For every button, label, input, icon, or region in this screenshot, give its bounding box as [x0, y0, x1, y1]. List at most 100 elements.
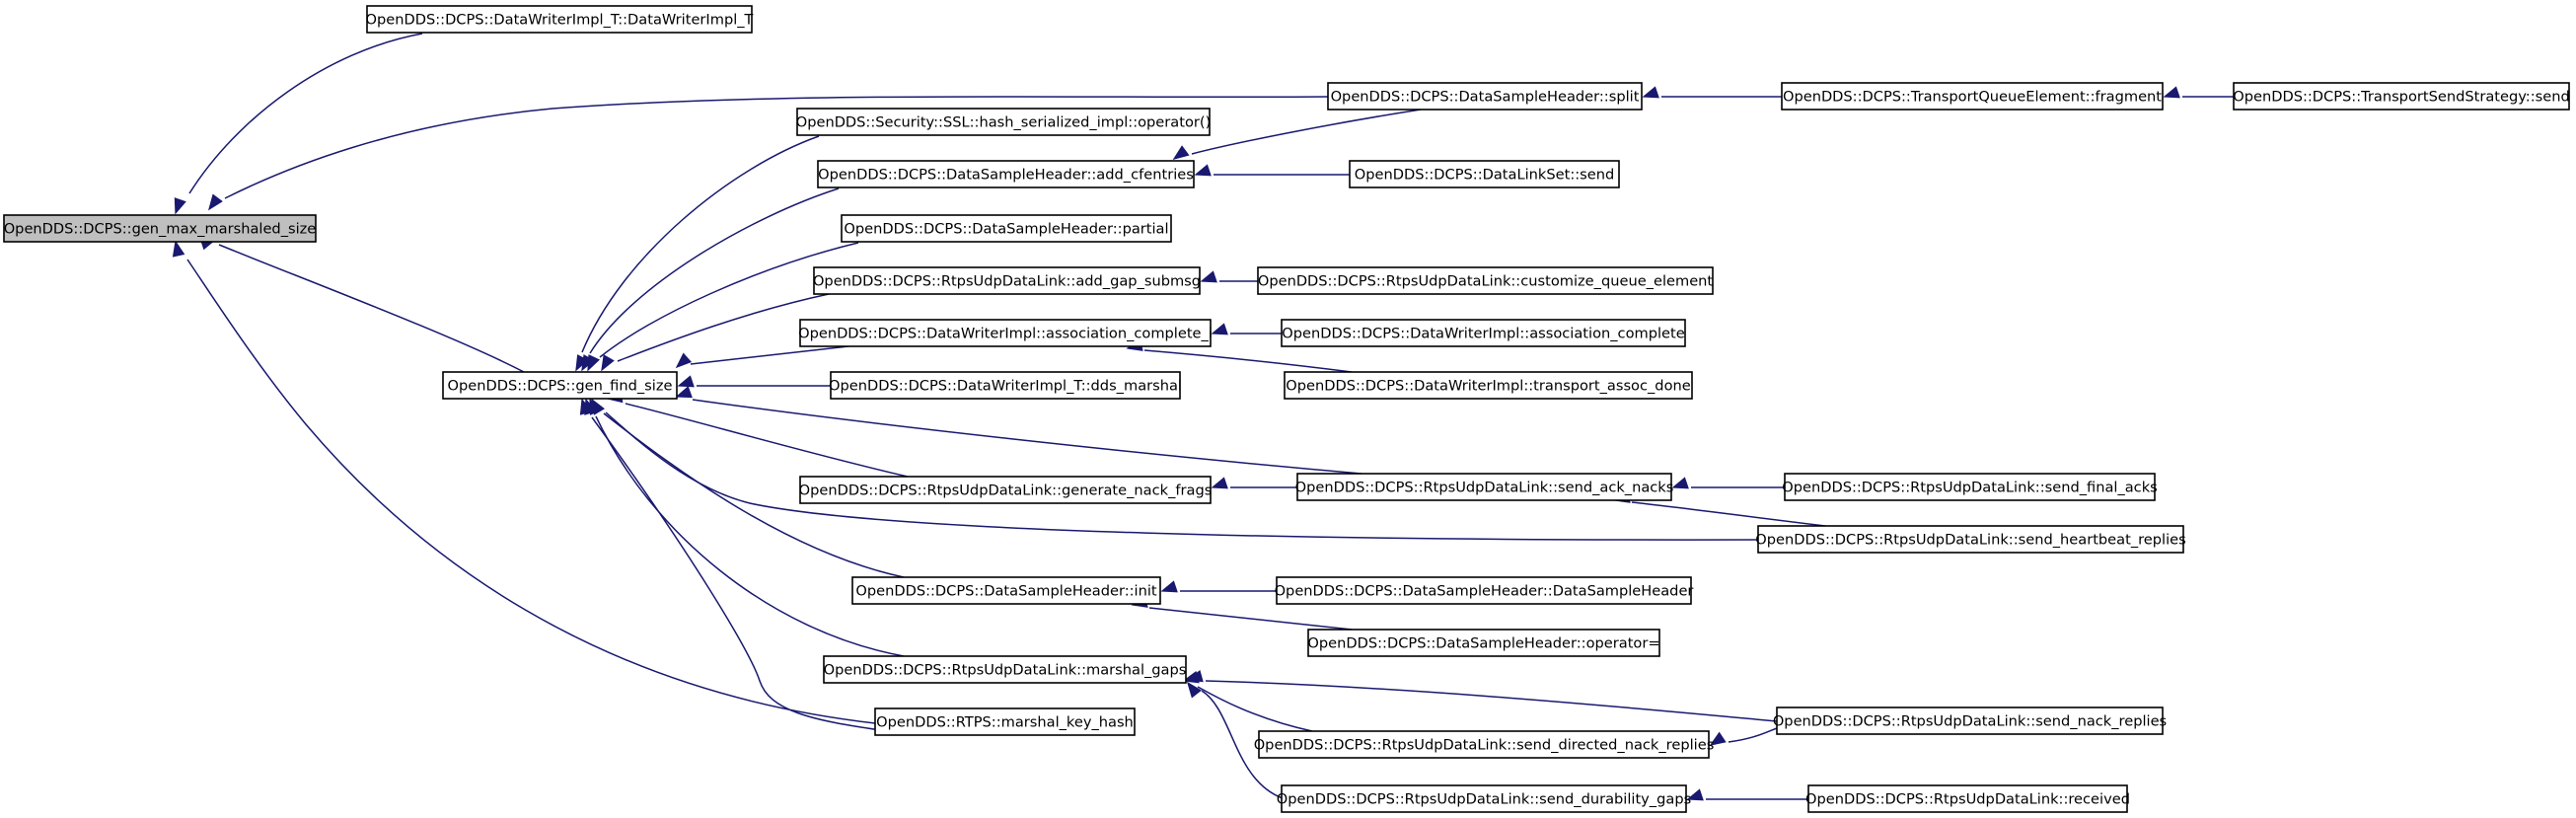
edge-dwit_dds_marshal-to-gen_find_size — [677, 375, 831, 388]
node-label: OpenDDS::DCPS::RtpsUdpDataLink::marshal_… — [824, 662, 1187, 679]
node-rudl-customize[interactable]: OpenDDS::DCPS::RtpsUdpDataLink::customiz… — [1257, 266, 1714, 295]
edge-arrowhead — [675, 386, 693, 399]
edge-rudl_customize-to-rudl_add_gap — [1200, 270, 1258, 283]
node-label: OpenDDS::DCPS::gen_find_size — [448, 378, 673, 395]
edge-rudl_generate_nack-to-gen_find_size — [606, 390, 909, 478]
edge-arrowhead — [1686, 788, 1704, 801]
node-dsh-add-cfentries[interactable]: OpenDDS::DCPS::DataSampleHeader::add_cfe… — [817, 160, 1195, 188]
edge-line — [218, 244, 525, 373]
node-dsh-init[interactable]: OpenDDS::DCPS::DataSampleHeader::init — [851, 576, 1161, 605]
nodes-layer: OpenDDS::DCPS::gen_max_marshaled_sizeOpe… — [3, 5, 2570, 813]
node-box — [1327, 82, 1643, 111]
node-dwi-transport-assoc-done[interactable]: OpenDDS::DCPS::DataWriterImpl::transport… — [1284, 371, 1693, 400]
node-rudl-marshal-gaps[interactable]: OpenDDS::DCPS::RtpsUdpDataLink::marshal_… — [823, 655, 1187, 684]
node-label: OpenDDS::DCPS::RtpsUdpDataLink::send_fin… — [1782, 480, 2158, 496]
node-rudl-send-heartbeat-replies[interactable]: OpenDDS::DCPS::RtpsUdpDataLink::send_hea… — [1755, 525, 2186, 554]
node-box — [1257, 266, 1714, 295]
edge-line — [1148, 607, 1353, 631]
node-dwimpl-t-ctor[interactable]: OpenDDS::DCPS::DataWriterImpl_T::DataWri… — [366, 5, 754, 34]
node-box — [874, 707, 1136, 736]
node-label: OpenDDS::DCPS::TransportSendStrategy::se… — [2233, 89, 2570, 106]
edges-layer — [172, 33, 2234, 801]
node-dwi-assoc-complete[interactable]: OpenDDS::DCPS::DataWriterImpl::associati… — [1281, 319, 1686, 347]
node-label: OpenDDS::DCPS::DataSampleHeader::add_cfe… — [818, 167, 1194, 184]
node-box — [1757, 525, 2184, 554]
edge-tss_send-to-tqe_fragment — [2163, 86, 2234, 99]
edge-rudl_send_ack_nacks-to-rudl_generate_nack — [1211, 477, 1297, 489]
edge-line — [1728, 727, 1778, 743]
edge-arrowhead — [174, 197, 186, 215]
edge-dsh_partial-to-gen_find_size — [587, 242, 859, 372]
edge-line — [617, 293, 830, 362]
edge-rtps_marshal_key_hash-to-gen_find_size — [579, 398, 889, 732]
edge-rudl_marshal_gaps-to-gen_find_size — [584, 398, 905, 657]
node-label: OpenDDS::DCPS::DataWriterImpl::associati… — [1282, 326, 1684, 342]
node-label: OpenDDS::DCPS::TransportQueueElement::fr… — [1783, 89, 2162, 106]
node-box — [851, 576, 1161, 605]
node-label: OpenDDS::DCPS::RtpsUdpDataLink::send_hea… — [1755, 532, 2185, 549]
node-box — [1307, 629, 1660, 657]
edge-arrowhead — [1172, 145, 1190, 160]
edge-line — [625, 403, 909, 478]
edge-rudl_send_final_acks-to-rudl_send_ack_nacks — [1671, 477, 1785, 489]
edge-arrowhead — [1194, 164, 1212, 177]
node-label: OpenDDS::DCPS::RtpsUdpDataLink::add_gap_… — [813, 273, 1201, 290]
node-dsh-assign[interactable]: OpenDDS::DCPS::DataSampleHeader::operato… — [1307, 629, 1660, 657]
edge-rudl_send_directed_nack-to-rudl_marshal_gaps — [1182, 671, 1313, 732]
edge-line — [581, 135, 820, 353]
node-label: OpenDDS::DCPS::DataWriterImpl::associati… — [798, 326, 1213, 342]
edge-arrowhead — [1182, 671, 1200, 684]
edge-line — [186, 259, 876, 724]
node-tqe-fragment[interactable]: OpenDDS::DCPS::TransportQueueElement::fr… — [1781, 82, 2164, 111]
node-rudl-send-durability-gaps[interactable]: OpenDDS::DCPS::RtpsUdpDataLink::send_dur… — [1277, 784, 1691, 813]
edge-arrowhead — [1200, 270, 1217, 283]
node-label: OpenDDS::DCPS::RtpsUdpDataLink::send_dur… — [1277, 791, 1691, 808]
node-ssl-hash[interactable]: OpenDDS::Security::SSL::hash_serialized_… — [796, 108, 1212, 136]
node-gen-max-marshaled-size[interactable]: OpenDDS::DCPS::gen_max_marshaled_size — [3, 214, 317, 243]
node-box — [1349, 160, 1620, 188]
edge-dwimpl_t_ctor-to-gen_max_marshaled_size — [174, 33, 423, 215]
node-label: OpenDDS::DCPS::DataLinkSet::send — [1355, 167, 1615, 184]
node-dsh-ctor[interactable]: OpenDDS::DCPS::DataSampleHeader::DataSam… — [1275, 576, 1694, 605]
node-rtps-marshal-key-hash[interactable]: OpenDDS::RTPS::marshal_key_hash — [874, 707, 1136, 736]
edge-arrowhead — [1211, 323, 1228, 335]
node-rudl-send-nack-replies[interactable]: OpenDDS::DCPS::RtpsUdpDataLink::send_nac… — [1773, 706, 2167, 735]
node-box — [1284, 371, 1693, 400]
node-rudl-received[interactable]: OpenDDS::DCPS::RtpsUdpDataLink::received — [1805, 784, 2130, 813]
node-box — [1784, 473, 2156, 501]
edge-arrowhead — [677, 375, 695, 388]
edge-dls_send-to-dsh_add_cfentries — [1194, 164, 1350, 177]
node-dsh-partial[interactable]: OpenDDS::DCPS::DataSampleHeader::partial — [841, 214, 1172, 243]
node-box — [1807, 784, 2128, 813]
node-gen-find-size[interactable]: OpenDDS::DCPS::gen_find_size — [442, 371, 678, 400]
edge-arrowhead — [1186, 681, 1202, 699]
edge-line — [1191, 109, 1422, 155]
node-dsh-split[interactable]: OpenDDS::DCPS::DataSampleHeader::split — [1327, 82, 1643, 111]
node-label: OpenDDS::RTPS::marshal_key_hash — [876, 714, 1134, 731]
node-label: OpenDDS::DCPS::DataWriterImpl_T::dds_mar… — [829, 378, 1182, 395]
node-dwi-assoc-complete-i[interactable]: OpenDDS::DCPS::DataWriterImpl::associati… — [798, 319, 1213, 347]
node-label: OpenDDS::DCPS::DataWriterImpl_T::DataWri… — [366, 12, 754, 29]
node-box — [817, 160, 1195, 188]
node-box — [3, 214, 317, 243]
edge-rudl_send_nack_replies-to-rudl_marshal_gaps — [1186, 669, 1778, 722]
edge-arrowhead — [172, 240, 185, 258]
node-box — [1776, 706, 2164, 735]
edge-arrowhead — [579, 398, 593, 415]
node-rudl-add-gap[interactable]: OpenDDS::DCPS::RtpsUdpDataLink::add_gap_… — [813, 266, 1201, 295]
node-box — [366, 5, 753, 34]
node-dwit-dds-marshal[interactable]: OpenDDS::DCPS::DataWriterImpl_T::dds_mar… — [829, 371, 1182, 400]
node-label: OpenDDS::DCPS::DataSampleHeader::operato… — [1307, 635, 1659, 652]
edge-line — [589, 187, 840, 354]
node-dls-send[interactable]: OpenDDS::DCPS::DataLinkSet::send — [1349, 160, 1620, 188]
edge-tqe_fragment-to-dsh_split — [1642, 86, 1782, 99]
node-box — [442, 371, 678, 400]
node-rudl-send-final-acks[interactable]: OpenDDS::DCPS::RtpsUdpDataLink::send_fin… — [1782, 473, 2158, 501]
edge-line — [1205, 680, 1778, 722]
node-tss-send[interactable]: OpenDDS::DCPS::TransportSendStrategy::se… — [2233, 82, 2570, 111]
node-rudl-send-directed-nack[interactable]: OpenDDS::DCPS::RtpsUdpDataLink::send_dir… — [1254, 730, 1715, 759]
node-rudl-generate-nack[interactable]: OpenDDS::DCPS::RtpsUdpDataLink::generate… — [799, 476, 1213, 504]
node-box — [813, 266, 1201, 295]
node-box — [796, 108, 1211, 136]
node-rudl-send-ack-nacks[interactable]: OpenDDS::DCPS::RtpsUdpDataLink::send_ack… — [1295, 473, 1674, 501]
